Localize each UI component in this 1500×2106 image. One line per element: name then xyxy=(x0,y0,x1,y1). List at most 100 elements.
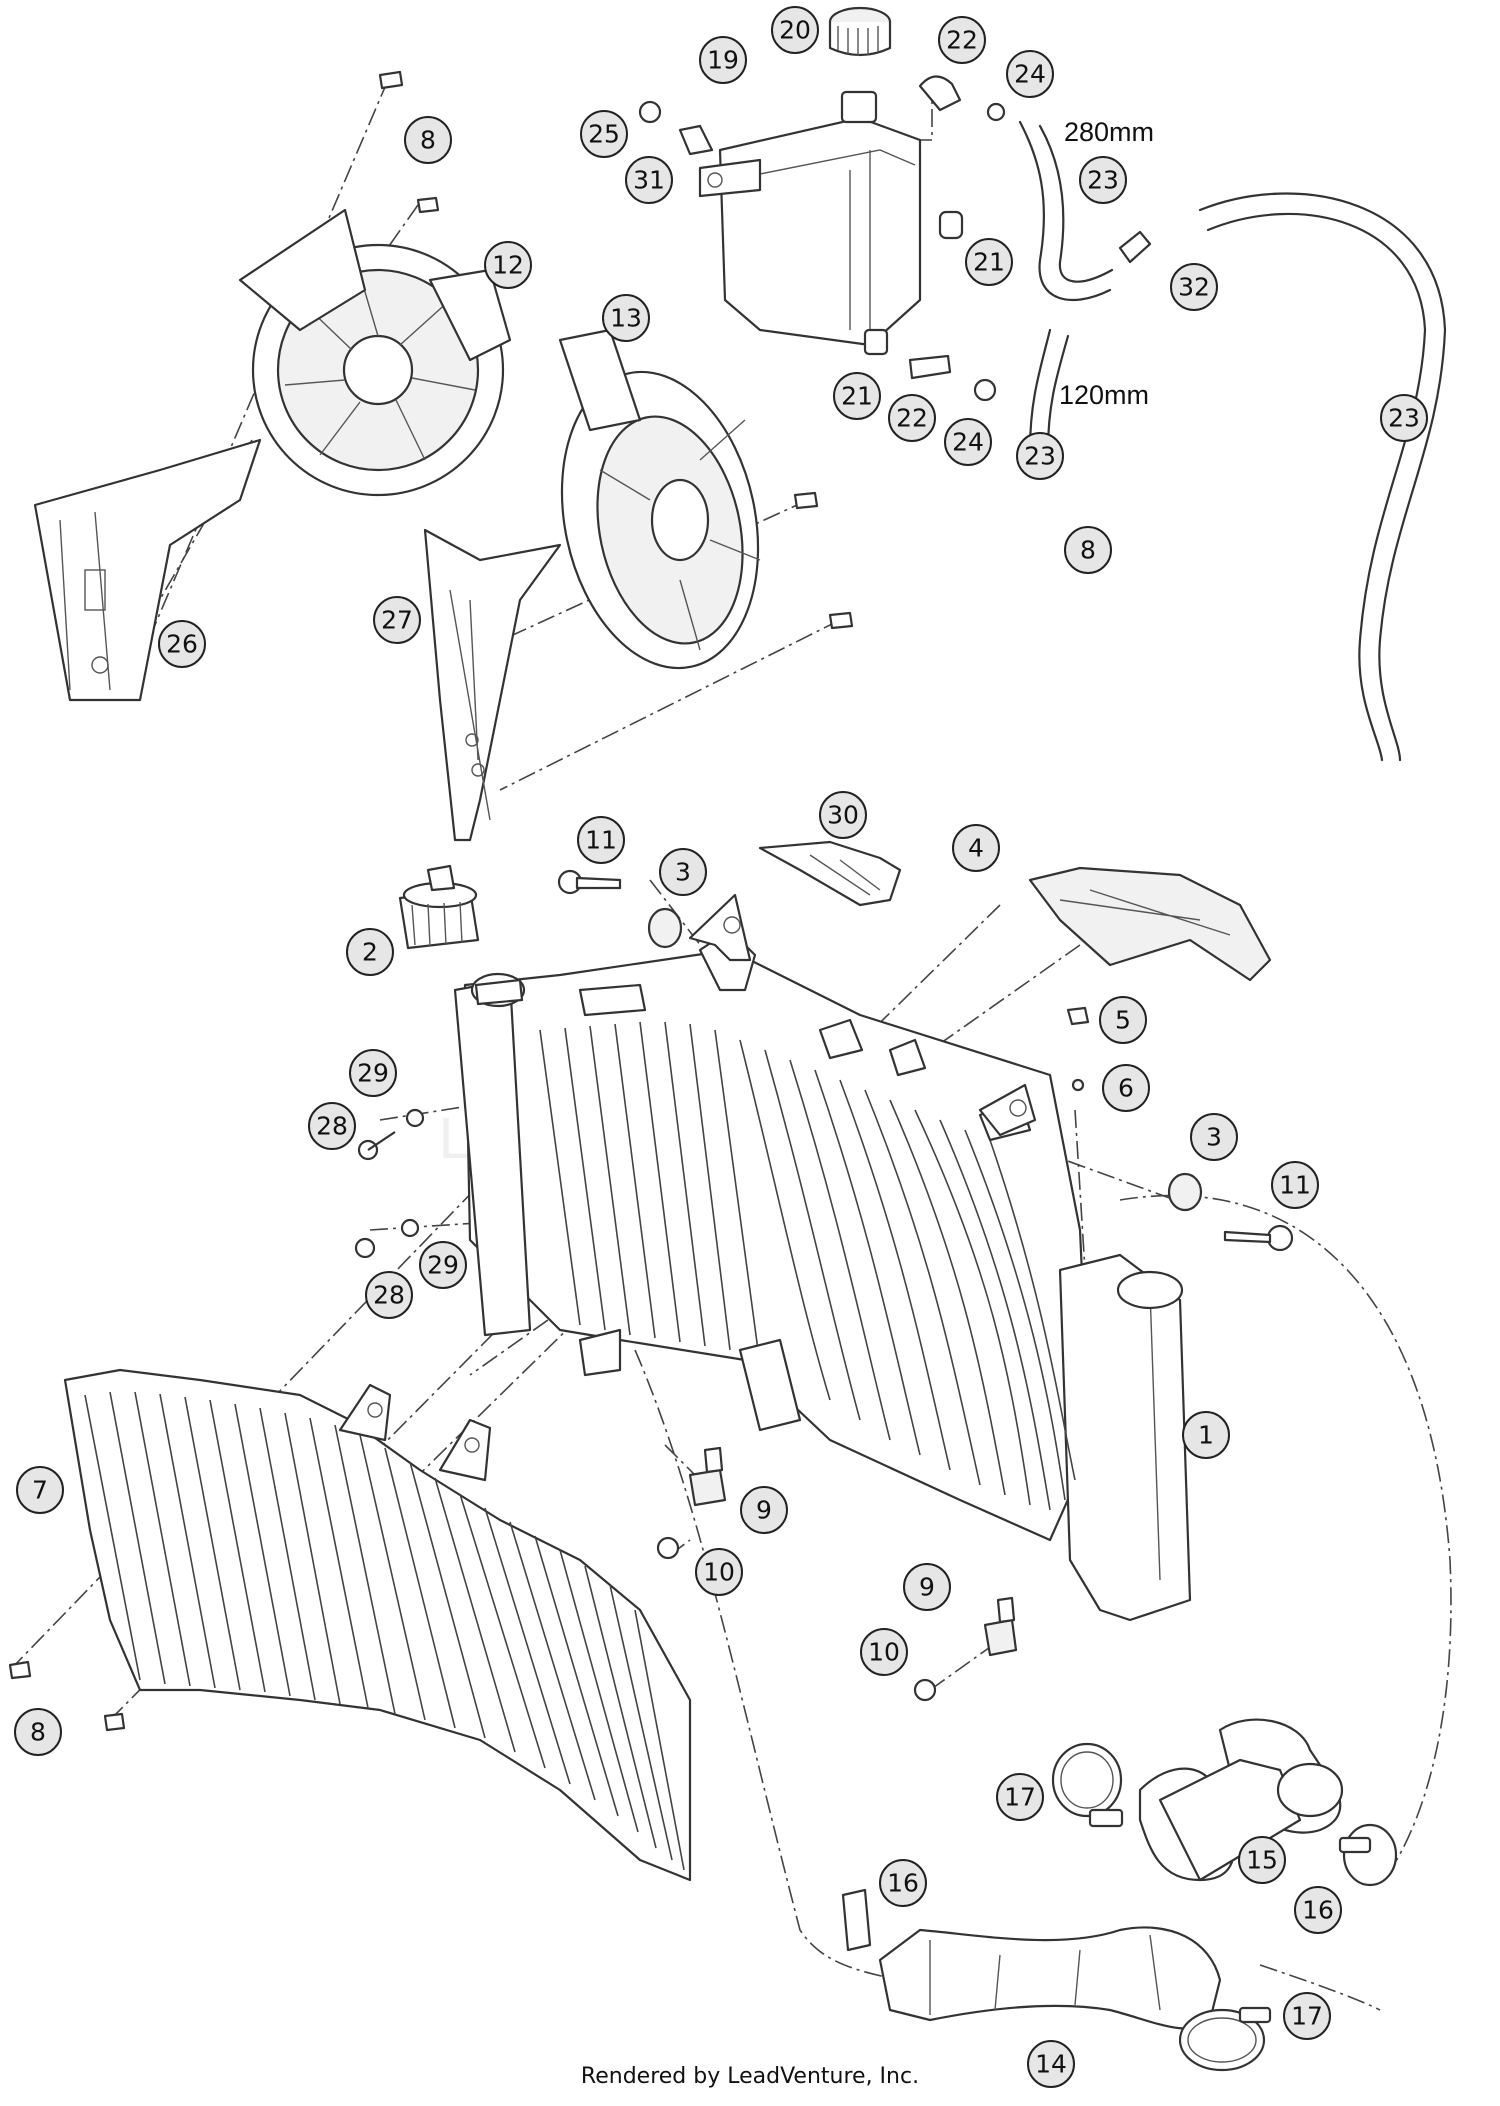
callout-3: 3 xyxy=(659,848,707,896)
callout-3-2: 3 xyxy=(1190,1113,1238,1161)
callout-circle xyxy=(860,1628,908,1676)
callout-circle xyxy=(158,620,206,668)
callout-label: 27 xyxy=(381,606,413,635)
callout-24: 24 xyxy=(1006,50,1054,98)
callout-circle xyxy=(938,16,986,64)
callout-label: 8 xyxy=(30,1718,46,1747)
callout-label: 3 xyxy=(1206,1123,1222,1152)
callout-label: 6 xyxy=(1118,1074,1134,1103)
cover-4 xyxy=(1028,866,1272,982)
callout-label: 24 xyxy=(1014,60,1046,89)
callout-label: 17 xyxy=(1291,2002,1323,2031)
shroud-26 xyxy=(33,438,262,702)
callout-31: 31 xyxy=(625,156,673,204)
radiator-1 xyxy=(453,928,1192,1622)
callout-circle xyxy=(577,816,625,864)
callout-label: 14 xyxy=(1035,2050,1067,2079)
callout-label: 10 xyxy=(868,1638,900,1667)
callout-5: 5 xyxy=(1099,996,1147,1044)
callout-label: 12 xyxy=(492,251,524,280)
callout-label: 29 xyxy=(427,1251,459,1280)
callout-circle xyxy=(1099,996,1147,1044)
callout-circle xyxy=(419,1241,467,1289)
callout-20: 20 xyxy=(771,6,819,54)
callout-23-3: 23 xyxy=(1380,394,1428,442)
callout-8-3: 8 xyxy=(14,1708,62,1756)
callout-8: 8 xyxy=(404,116,452,164)
callout-circle xyxy=(373,596,421,644)
callout-17-2: 17 xyxy=(1283,1992,1331,2040)
grille-slats xyxy=(84,1391,685,1871)
callout-label: 23 xyxy=(1087,166,1119,195)
callout-circle xyxy=(602,294,650,342)
callout-27: 27 xyxy=(373,596,421,644)
callout-22-2: 22 xyxy=(888,394,936,442)
callout-22: 22 xyxy=(938,16,986,64)
callout-circle xyxy=(965,238,1013,286)
callout-label: 22 xyxy=(896,404,928,433)
callout-circle xyxy=(1380,394,1428,442)
callout-label: 22 xyxy=(946,26,978,55)
callout-circle xyxy=(819,791,867,839)
callout-16: 16 xyxy=(879,1859,927,1907)
callout-13: 13 xyxy=(602,294,650,342)
callout-label: 23 xyxy=(1024,442,1056,471)
callout-1: 1 xyxy=(1182,1411,1230,1459)
callout-circle xyxy=(580,110,628,158)
callout-16-2: 16 xyxy=(1294,1886,1342,1934)
hoses-top xyxy=(1018,120,1447,762)
callout-28-2: 28 xyxy=(365,1271,413,1319)
callout-label: 8 xyxy=(420,126,436,155)
callout-label: 4 xyxy=(968,834,984,863)
wiring-bracket-30 xyxy=(758,840,902,907)
callout-29: 29 xyxy=(349,1049,397,1097)
callout-label: 13 xyxy=(610,304,642,333)
callout-17: 17 xyxy=(996,1773,1044,1821)
callout-label: 5 xyxy=(1115,1006,1131,1035)
callout-label: 10 xyxy=(703,1558,735,1587)
callout-label: 25 xyxy=(588,120,620,149)
callout-14: 14 xyxy=(1027,2040,1075,2088)
callout-circle xyxy=(1079,156,1127,204)
callout-label: 28 xyxy=(373,1281,405,1310)
callout-11-2: 11 xyxy=(1271,1161,1319,1209)
hose-15 xyxy=(1138,1718,1344,1882)
callout-circle xyxy=(484,241,532,289)
callout-circle xyxy=(1102,1064,1150,1112)
callout-label: 21 xyxy=(973,248,1005,277)
callout-30: 30 xyxy=(819,791,867,839)
callout-circle xyxy=(365,1271,413,1319)
callout-circle xyxy=(833,372,881,420)
callout-label: 1 xyxy=(1198,1421,1214,1450)
callout-23: 23 xyxy=(1079,156,1127,204)
callout-circle xyxy=(1294,1886,1342,1934)
callout-29-2: 29 xyxy=(419,1241,467,1289)
callout-24-2: 24 xyxy=(944,418,992,466)
callout-12: 12 xyxy=(484,241,532,289)
callout-circle xyxy=(349,1049,397,1097)
callout-label: 23 xyxy=(1388,404,1420,433)
rubber-mounts xyxy=(656,1446,1018,1702)
callout-circle xyxy=(952,824,1000,872)
callout-circle xyxy=(771,6,819,54)
callout-7: 7 xyxy=(16,1466,64,1514)
small-hardware-middle xyxy=(354,869,1294,1259)
callout-label: 2 xyxy=(362,938,378,967)
callout-label: 29 xyxy=(357,1059,389,1088)
callout-2: 2 xyxy=(346,928,394,976)
callout-6: 6 xyxy=(1102,1064,1150,1112)
callout-circle xyxy=(16,1466,64,1514)
callout-circle xyxy=(879,1859,927,1907)
dimension-120mm: 120mm xyxy=(1059,380,1149,410)
callout-label: 3 xyxy=(675,858,691,887)
callout-label: 32 xyxy=(1178,273,1210,302)
bolts-8-upper xyxy=(378,70,854,630)
footer-credit: Rendered by LeadVenture, Inc. xyxy=(580,2064,920,2089)
callout-15: 15 xyxy=(1238,1836,1286,1884)
fan-assembly-12 xyxy=(238,208,512,497)
callout-circle xyxy=(888,394,936,442)
callout-label: 28 xyxy=(316,1112,348,1141)
clamps xyxy=(1051,1742,1398,2072)
callout-11: 11 xyxy=(577,816,625,864)
